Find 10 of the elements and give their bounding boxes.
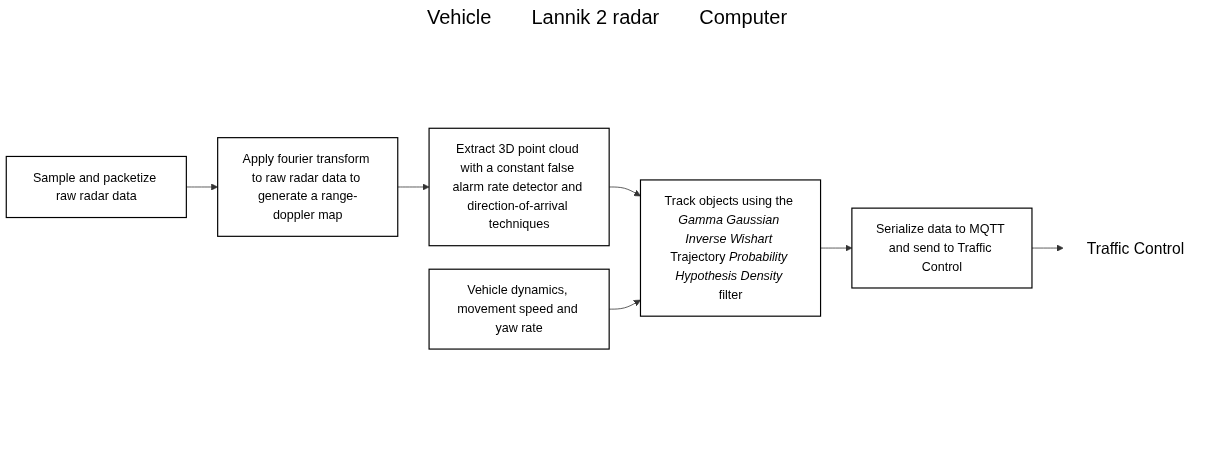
node-box: Vehicle dynamics, movement speed and yaw rate [428, 268, 610, 350]
node-text: Traffic Control [1086, 239, 1185, 257]
node-box: Apply fourier transform to raw radar data to generate a range-doppler map [217, 137, 399, 238]
zone-label: Vehicle [426, 6, 492, 29]
node-box: Sample and packetize raw radar data [5, 156, 187, 219]
node-box: Extract 3D point cloud with a constant false alarm rate detector and direction-of-arrival techniques [428, 128, 610, 247]
zone-label: Computer [699, 6, 788, 29]
zone-label: Lannik 2 radar [531, 6, 660, 29]
node-box: Serialize data to MQTT and send to Traffic Control [851, 207, 1033, 289]
node-box: Track objects using the Gamma Gaussian Inverse Wishart Trajectory Probability Hypothesis Density filter [639, 179, 822, 318]
